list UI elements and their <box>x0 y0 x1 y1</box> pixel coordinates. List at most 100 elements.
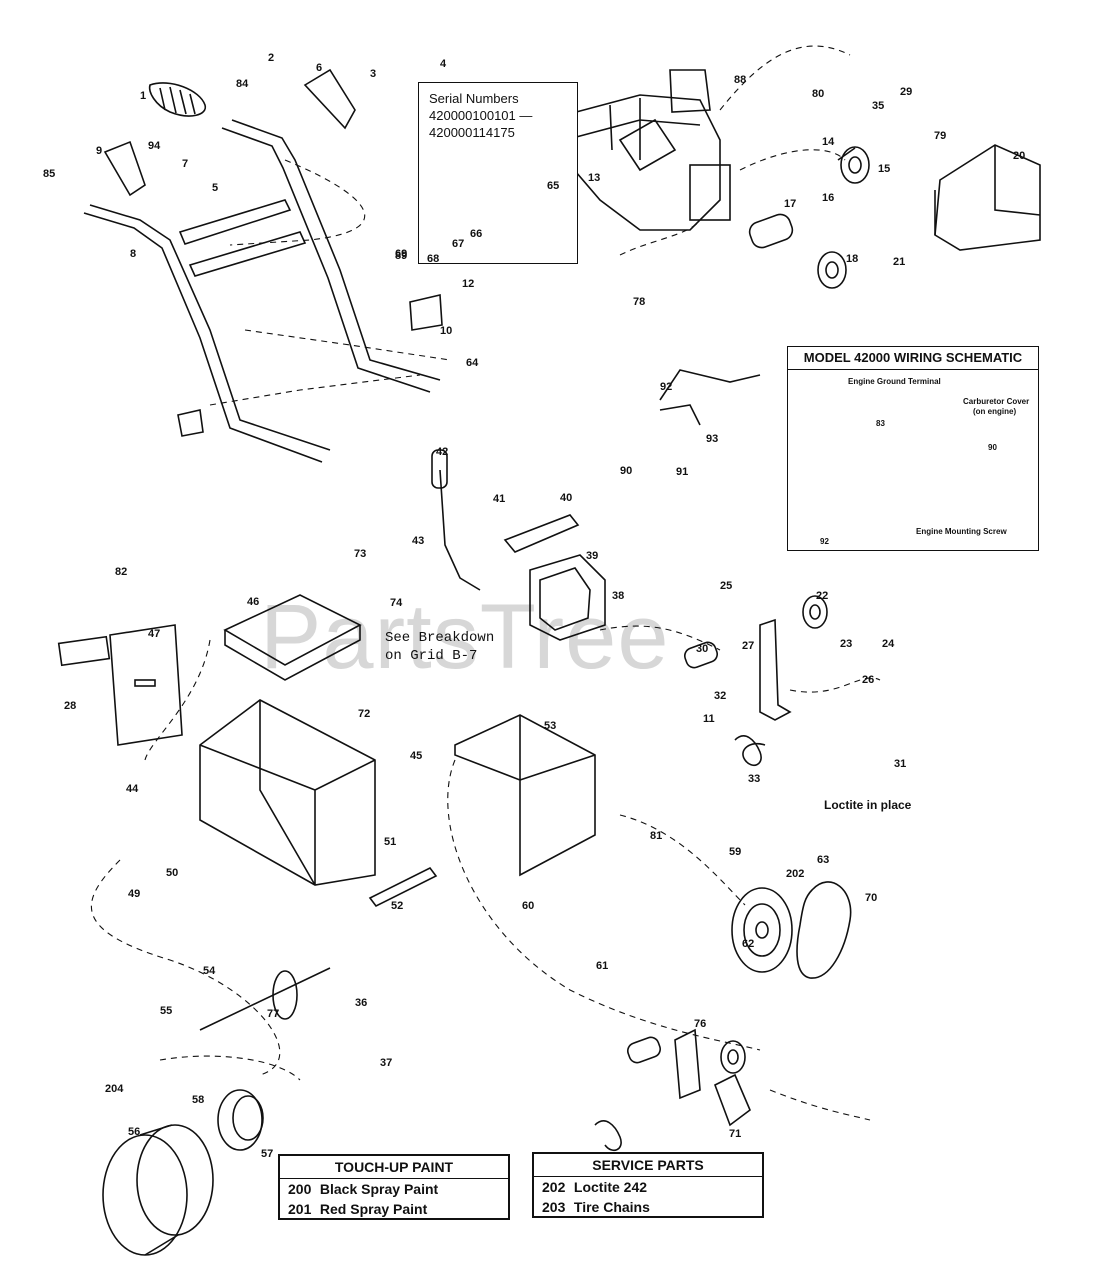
callout-56: 56 <box>128 1126 141 1138</box>
callout-71: 71 <box>729 1128 742 1140</box>
callout-77: 77 <box>267 1008 280 1020</box>
sprocket-77 <box>199 967 331 1031</box>
spring-33a <box>734 735 766 767</box>
handle-lower <box>89 204 331 451</box>
bracket-71 <box>713 1073 751 1127</box>
pulley-19 <box>817 251 847 289</box>
handle-crossbar-1 <box>178 199 292 245</box>
pulley-15 <box>837 146 870 184</box>
handle-upper <box>231 119 441 381</box>
callout-79: 79 <box>934 130 947 142</box>
callout-5: 5 <box>212 182 219 194</box>
serial-line-1: 420000100101 — <box>429 108 533 123</box>
handle-lower-inner <box>83 212 323 463</box>
callout-45: 45 <box>410 750 423 762</box>
callout-28: 28 <box>64 700 77 712</box>
schematic-title: MODEL 42000 WIRING SCHEMATIC <box>788 347 1038 370</box>
bracket-40 <box>503 514 580 553</box>
callout-65: 65 <box>547 180 560 192</box>
callout-16: 16 <box>822 192 835 204</box>
callout-49: 49 <box>128 888 141 900</box>
callout-4: 4 <box>440 58 447 70</box>
callout-24: 24 <box>882 638 895 650</box>
chassis-53 <box>454 714 596 877</box>
callout-66: 66 <box>470 228 483 240</box>
callout-74: 74 <box>390 597 403 609</box>
callout-9: 9 <box>96 145 103 157</box>
callout-94: 94 <box>148 140 161 152</box>
handle-crossbar-2 <box>188 231 307 277</box>
bracket-6 <box>303 68 356 130</box>
rod-52 <box>368 866 438 908</box>
callout-61: 61 <box>596 960 609 972</box>
pulley-62 <box>731 887 793 973</box>
touchup-paint-table: TOUCH-UP PAINT 200 Black Spray Paint 201… <box>278 1154 510 1220</box>
callout-52: 52 <box>391 900 404 912</box>
callout-204: 204 <box>105 1083 124 1095</box>
harness-92 <box>659 369 761 426</box>
callout-68: 68 <box>427 253 440 265</box>
callout-7: 7 <box>182 158 189 170</box>
callout-39: 39 <box>586 550 599 562</box>
callout-91: 91 <box>676 466 689 478</box>
bracket-76 <box>674 1028 701 1100</box>
callout-51: 51 <box>384 836 397 848</box>
callout-1: 1 <box>140 90 147 102</box>
callout-62: 62 <box>742 938 755 950</box>
spring-33b <box>594 1120 622 1152</box>
service-row: 202 Loctite 242 <box>542 1179 648 1195</box>
carb-cover-sub-label: (on engine) <box>973 407 1017 416</box>
callout-8: 8 <box>130 248 137 260</box>
spacer-76 <box>748 213 794 249</box>
callout-41: 41 <box>493 493 506 505</box>
callout-92: 92 <box>660 381 673 393</box>
loctite-note: Loctite in place <box>824 798 912 812</box>
wheel-57 <box>217 1089 264 1151</box>
bracket-9 <box>103 140 146 197</box>
callout-11: 11 <box>703 713 715 725</box>
belt-guard <box>934 144 1041 251</box>
serial-line-2: 420000114175 <box>429 125 515 140</box>
serial-heading: Serial Numbers <box>429 91 519 106</box>
pulley-22 <box>802 595 828 629</box>
service-parts-table: SERVICE PARTS 202 Loctite 242 203 Tire C… <box>532 1152 764 1218</box>
callout-32: 32 <box>714 690 727 702</box>
frame-46 <box>223 594 362 681</box>
callout-26: 26 <box>862 674 875 686</box>
callout-15: 15 <box>878 163 891 175</box>
chassis-51 <box>199 699 376 886</box>
breakdown-note-2: on Grid B-7 <box>385 648 478 664</box>
pulley-69 <box>720 1040 746 1074</box>
callout-84: 84 <box>236 78 249 90</box>
callout-53: 53 <box>544 720 557 732</box>
callout-89: 89 <box>395 250 408 262</box>
callout-93: 93 <box>706 433 719 445</box>
callout-90: 90 <box>988 443 997 452</box>
callout-35: 35 <box>872 100 885 112</box>
watermark: PartsTree <box>260 586 670 688</box>
belt-70 <box>796 881 852 979</box>
mounting-screw-label: Engine Mounting Screw <box>916 527 1007 536</box>
callout-47: 47 <box>148 628 161 640</box>
callout-31: 31 <box>894 758 907 770</box>
plate-47 <box>109 624 183 746</box>
callout-72: 72 <box>358 708 371 720</box>
spacer-30b <box>626 1036 662 1064</box>
callout-6: 6 <box>316 62 323 74</box>
callout-50: 50 <box>166 867 179 879</box>
callout-20: 20 <box>1013 150 1026 162</box>
callout-40: 40 <box>560 492 573 504</box>
bracket-27 <box>759 618 792 721</box>
callout-81: 81 <box>650 830 663 842</box>
callout-58: 58 <box>192 1094 205 1106</box>
callout-12: 12 <box>462 278 475 290</box>
callout-18: 18 <box>846 253 859 265</box>
decal-67 <box>57 635 111 667</box>
callout-36: 36 <box>355 997 368 1009</box>
wiring-schematic-inset: MODEL 42000 WIRING SCHEMATIC Engine Grou… <box>787 346 1039 551</box>
engine-ground-label: Engine Ground Terminal <box>848 377 941 386</box>
callout-46: 46 <box>247 596 260 608</box>
callout-21: 21 <box>893 256 906 268</box>
bracket-10a <box>409 294 443 331</box>
spacer-30a <box>683 641 719 669</box>
